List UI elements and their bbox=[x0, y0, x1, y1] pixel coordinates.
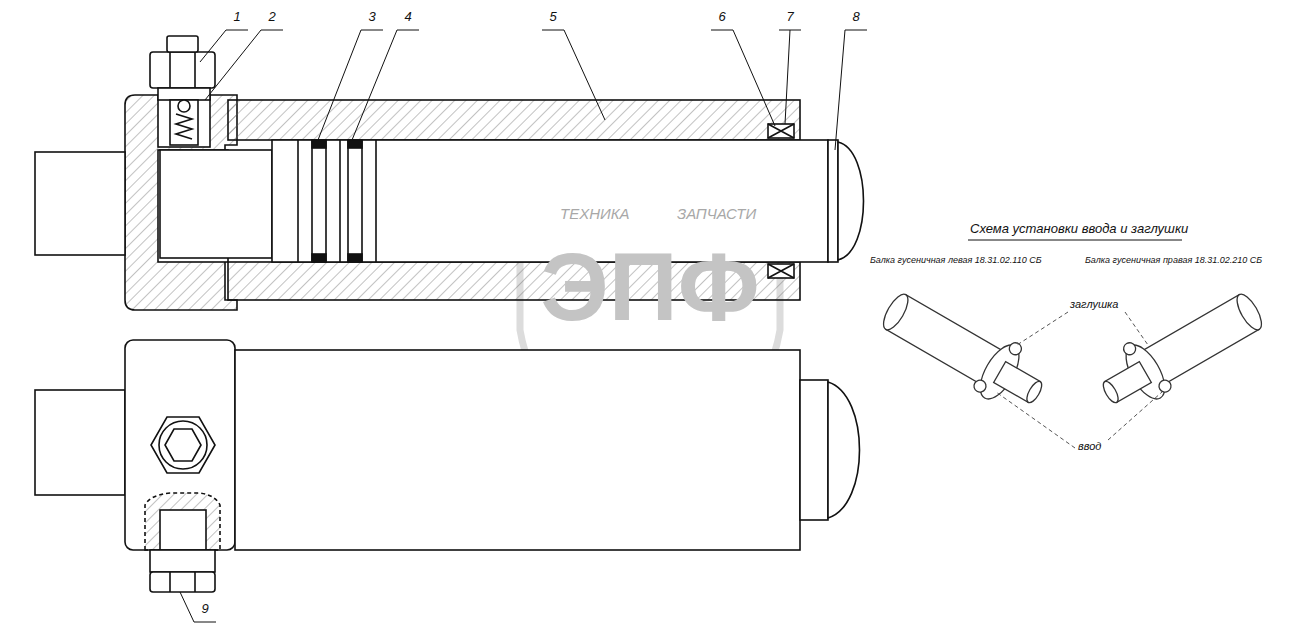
watermark: ЗАПЧАСТИ bbox=[677, 205, 756, 222]
label-holder: 9 bbox=[201, 602, 208, 617]
label-holder: 7 bbox=[786, 10, 793, 25]
callout-number: 9 bbox=[201, 602, 208, 617]
label-holder: Схема установки ввода и заглушки bbox=[970, 222, 1188, 237]
watermark: ЭПФ bbox=[540, 232, 759, 342]
callout-number: 8 bbox=[852, 10, 859, 25]
label-holder: ТЕХНИКА bbox=[560, 205, 630, 222]
inlet-label: ввод bbox=[1078, 440, 1101, 453]
beam-label: Балка гусеничная левая 18.31.02.110 СБ bbox=[870, 255, 1042, 265]
inset-title: Схема установки ввода и заглушки bbox=[970, 222, 1188, 237]
label-holder: заглушка bbox=[1070, 298, 1118, 311]
label-holder: Балка гусеничная правая 18.31.02.210 СБ bbox=[1085, 255, 1262, 265]
label-holder: ЭПФ bbox=[540, 232, 759, 342]
watermark: ТЕХНИКА bbox=[560, 205, 630, 222]
label-holder: ввод bbox=[1078, 440, 1101, 453]
title-underline bbox=[968, 240, 1182, 241]
label-holder: 6 bbox=[718, 10, 725, 25]
callout-number: 4 bbox=[404, 10, 411, 25]
label-holder: 2 bbox=[268, 10, 275, 25]
label-holder: 8 bbox=[852, 10, 859, 25]
callout-number: 7 bbox=[786, 10, 793, 25]
label-holder: ЗАПЧАСТИ bbox=[677, 205, 756, 222]
label-holder: 1 bbox=[233, 10, 240, 25]
callout-number: 1 bbox=[233, 10, 240, 25]
callout-number: 6 bbox=[718, 10, 725, 25]
exterior-view bbox=[35, 340, 860, 592]
callout-number: 5 bbox=[549, 10, 556, 25]
label-holder: 5 bbox=[549, 10, 556, 25]
callout-number: 2 bbox=[268, 10, 275, 25]
label-holder: Балка гусеничная левая 18.31.02.110 СБ bbox=[870, 255, 1042, 265]
beam-label: Балка гусеничная правая 18.31.02.210 СБ bbox=[1085, 255, 1262, 265]
plug-label: заглушка bbox=[1070, 298, 1118, 311]
left-beam-sketch bbox=[874, 279, 1056, 421]
callout-number: 3 bbox=[368, 10, 375, 25]
leader-lines bbox=[180, 30, 867, 622]
inset-leaders bbox=[996, 312, 1162, 448]
label-holder: 3 bbox=[368, 10, 375, 25]
label-holder: 4 bbox=[404, 10, 411, 25]
